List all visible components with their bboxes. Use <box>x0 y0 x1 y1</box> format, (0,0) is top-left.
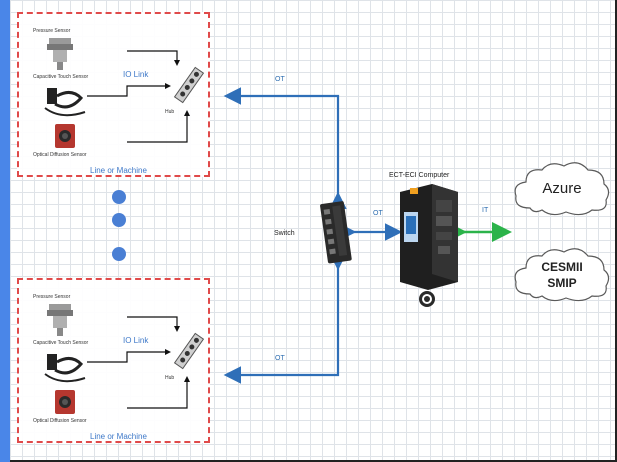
capacitive-sensor-icon <box>44 354 86 383</box>
continuation-dot <box>112 213 126 227</box>
ot-label-switch: OT <box>373 210 383 217</box>
continuation-dot <box>112 247 126 261</box>
smip-label: SMIP <box>547 276 577 290</box>
capacitive-sensor-label: Capacitive Touch Sensor <box>33 74 89 80</box>
ot-link-top <box>223 87 347 210</box>
line-or-machine-box-bottom: Pressure Sensor Capacitive Touch Sensor … <box>17 278 210 443</box>
left-accent-bar <box>0 0 10 462</box>
line-caption: Line or Machine <box>90 432 147 441</box>
io-hub-icon <box>173 66 205 104</box>
io-link-label: IO Link <box>123 336 149 345</box>
azure-cloud <box>514 162 610 216</box>
optical-sensor-label: Optical Diffusion Sensor <box>33 152 87 158</box>
continuation-dot <box>112 190 126 204</box>
hub-label: Hub <box>165 109 175 115</box>
switch-label: Switch <box>274 230 295 237</box>
device-logo-icon <box>419 291 435 307</box>
pressure-sensor-icon <box>47 304 73 336</box>
ect-eci-computer-icon <box>400 184 458 290</box>
cesmii-label: CESMII <box>541 260 583 274</box>
sensor-hub-connectors <box>87 316 190 409</box>
optical-sensor-icon <box>55 390 75 414</box>
computer-label: ECT-ECI Computer <box>389 172 450 179</box>
sensor-hub-connectors <box>87 50 190 143</box>
hub-label: Hub <box>165 375 175 381</box>
pressure-sensor-label: Pressure Sensor <box>33 28 71 34</box>
io-hub-icon <box>173 332 205 370</box>
cesmii-smip-cloud <box>514 248 610 302</box>
optical-sensor-label: Optical Diffusion Sensor <box>33 418 87 424</box>
io-link-label: IO Link <box>123 70 149 79</box>
ot-label-top: OT <box>275 76 285 83</box>
pressure-sensor-label: Pressure Sensor <box>33 294 71 300</box>
line-caption: Line or Machine <box>90 166 147 175</box>
optical-sensor-icon <box>55 124 75 148</box>
ot-link-bottom <box>223 252 347 384</box>
line-or-machine-box-top: Pressure Sensor Capacitive Touch Sensor … <box>17 12 210 177</box>
capacitive-sensor-label: Capacitive Touch Sensor <box>33 340 89 346</box>
switch-icon <box>320 201 352 264</box>
pressure-sensor-icon <box>47 38 73 70</box>
it-label: IT <box>482 207 489 214</box>
capacitive-sensor-icon <box>44 88 86 117</box>
ot-label-bottom: OT <box>275 355 285 362</box>
azure-label: Azure <box>542 180 582 197</box>
